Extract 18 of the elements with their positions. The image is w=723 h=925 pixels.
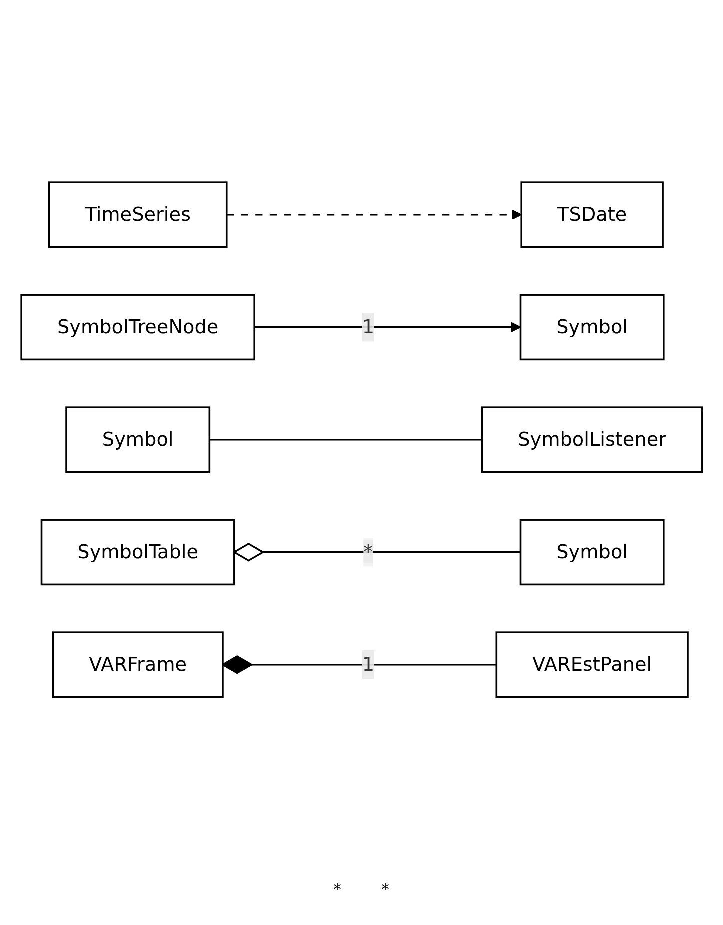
- connector: [209, 439, 482, 441]
- arrow: [226, 210, 522, 220]
- node-box: Symbol: [65, 406, 210, 474]
- multiplicity-label: *: [334, 880, 342, 899]
- node-box: SymbolTreeNode: [20, 294, 255, 361]
- edge-label: 1: [362, 316, 374, 338]
- node-box: TSDate: [520, 182, 664, 248]
- node-box: Symbol: [519, 294, 664, 361]
- node-box: VARFrame: [52, 632, 224, 698]
- edge-label: *: [363, 540, 373, 564]
- edge-label: 1: [362, 653, 374, 676]
- multiplicity-label: *: [382, 880, 390, 899]
- node-box: Symbol: [519, 519, 664, 586]
- node-box: TimeSeries: [48, 182, 228, 248]
- node-box: SymbolTable: [40, 519, 235, 586]
- node-box: SymbolListener: [480, 406, 703, 474]
- node-box: VAREstPanel: [495, 632, 688, 698]
- arrow: [254, 322, 521, 333]
